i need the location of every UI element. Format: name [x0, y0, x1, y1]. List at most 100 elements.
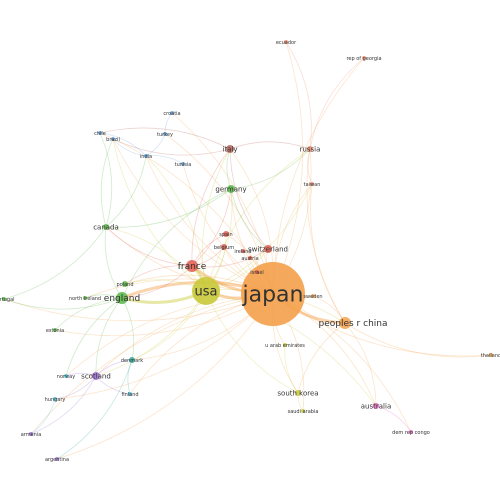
node-rep-of-georgia[interactable] — [362, 56, 366, 60]
label-croatia: croatia — [163, 111, 180, 117]
node-finland[interactable] — [128, 392, 132, 396]
label-hungary: hungary — [45, 397, 66, 403]
edge-peoples_r_china-australia — [344, 322, 377, 407]
edge-england-norway — [65, 297, 123, 377]
label-turkey: turkey — [157, 132, 173, 138]
node-switzerland[interactable] — [264, 245, 272, 253]
edge-scotland-hungary — [54, 375, 97, 400]
node-dem-rep-congo[interactable] — [409, 430, 413, 434]
edge-japan-armenia — [30, 293, 274, 435]
label-russia: russia — [300, 145, 321, 153]
label-germany: germany — [215, 185, 246, 193]
label-south-korea: south korea — [277, 389, 318, 397]
node-germany[interactable] — [227, 185, 235, 193]
label-japan: japan — [242, 283, 304, 308]
node-poland[interactable] — [122, 281, 128, 287]
edge-germany-russia — [230, 148, 311, 190]
label-israel: israel — [250, 270, 264, 276]
node-italy[interactable] — [226, 145, 234, 153]
node-thailand[interactable] — [489, 353, 493, 357]
edge-italy-brazil — [112, 138, 231, 156]
label-poland: poland — [116, 282, 133, 288]
node-brazil[interactable] — [111, 137, 115, 141]
label-india: india — [140, 154, 152, 160]
node-england[interactable] — [116, 292, 128, 304]
edge-india-chile — [99, 132, 147, 157]
node-israel[interactable] — [255, 270, 259, 274]
label-england: england — [104, 294, 140, 304]
edge-canada-brazil — [100, 138, 114, 228]
network-nodes — [2, 40, 493, 461]
label-dem-rep-congo: dem rep congo — [392, 430, 430, 436]
edge-peoples_r_china-russia — [306, 148, 346, 324]
node-usa[interactable] — [192, 277, 220, 305]
edge-canada-chile — [99, 132, 113, 228]
node-canada[interactable] — [103, 224, 109, 230]
edge-england-denmark — [121, 297, 135, 361]
node-denmark[interactable] — [129, 357, 135, 363]
edge-japan-ecuador — [272, 41, 304, 295]
label-thailand: thailand — [481, 353, 500, 359]
node-russia[interactable] — [307, 146, 313, 152]
label-u-arab-emirates: u arab emirates — [265, 343, 305, 349]
edge-france-switzerland — [191, 248, 269, 268]
label-usa: usa — [195, 285, 218, 300]
label-norway: norway — [57, 374, 75, 380]
node-hungary[interactable] — [53, 397, 57, 401]
node-norway[interactable] — [64, 374, 68, 378]
edge-italy-russia — [229, 141, 311, 150]
edge-england-scotland — [95, 297, 123, 377]
node-portugal[interactable] — [2, 297, 6, 301]
node-south-korea[interactable] — [295, 390, 301, 396]
node-india[interactable] — [144, 154, 148, 158]
edge-scotland-armenia — [30, 375, 97, 435]
edge-peoples_r_china-thailand — [344, 322, 492, 358]
node-croatia[interactable] — [170, 111, 174, 115]
label-argentina: argentina — [45, 457, 69, 463]
edge-usa-australia — [205, 290, 377, 407]
label-saudi-arabia: saudi arabia — [288, 409, 319, 415]
label-sweden: sweden — [303, 294, 322, 300]
node-north-ireland[interactable] — [83, 296, 87, 300]
label-ireland: ireland — [234, 249, 251, 255]
node-u-arab-emirates[interactable] — [283, 343, 287, 347]
edge-england-portugal — [3, 297, 123, 310]
node-japan[interactable] — [241, 262, 305, 326]
node-chile[interactable] — [98, 131, 102, 135]
node-scotland[interactable] — [92, 372, 100, 380]
edge-japan-portugal — [3, 293, 274, 322]
node-australia[interactable] — [373, 403, 379, 409]
edge-france-england — [121, 265, 193, 299]
node-turkey[interactable] — [163, 132, 167, 136]
node-austria[interactable] — [248, 256, 252, 260]
label-finland: finland — [121, 392, 138, 398]
edge-england-canada — [104, 226, 123, 299]
label-france: france — [178, 262, 207, 272]
node-belgium[interactable] — [221, 244, 227, 250]
edge-india-turkey — [145, 133, 166, 157]
label-scotland: scotland — [81, 372, 111, 380]
node-argentina[interactable] — [55, 457, 59, 461]
node-taiwan[interactable] — [310, 182, 314, 186]
edge-canada-portugal — [3, 226, 107, 300]
label-armenia: armenia — [21, 432, 42, 438]
edge-usa-south_korea — [205, 290, 299, 394]
node-ireland[interactable] — [241, 249, 245, 253]
edge-usa-russia — [205, 148, 311, 292]
node-france[interactable] — [186, 260, 198, 272]
node-estonia[interactable] — [53, 328, 57, 332]
edge-usa-italy — [202, 148, 231, 292]
edge-usa-india — [145, 155, 207, 292]
edge-germany-canada — [105, 188, 232, 228]
node-spain[interactable] — [223, 231, 229, 237]
label-switzerland: switzerland — [248, 245, 288, 253]
node-saudi-arabia[interactable] — [301, 409, 305, 413]
edge-australia-dem_rep_congo — [375, 405, 412, 433]
node-tunisia[interactable] — [181, 162, 185, 166]
node-sweden[interactable] — [311, 294, 315, 298]
node-ecuador[interactable] — [284, 40, 288, 44]
edge-france-italy — [191, 148, 231, 267]
node-armenia[interactable] — [29, 432, 33, 436]
node-peoples-r-china[interactable] — [339, 317, 351, 329]
